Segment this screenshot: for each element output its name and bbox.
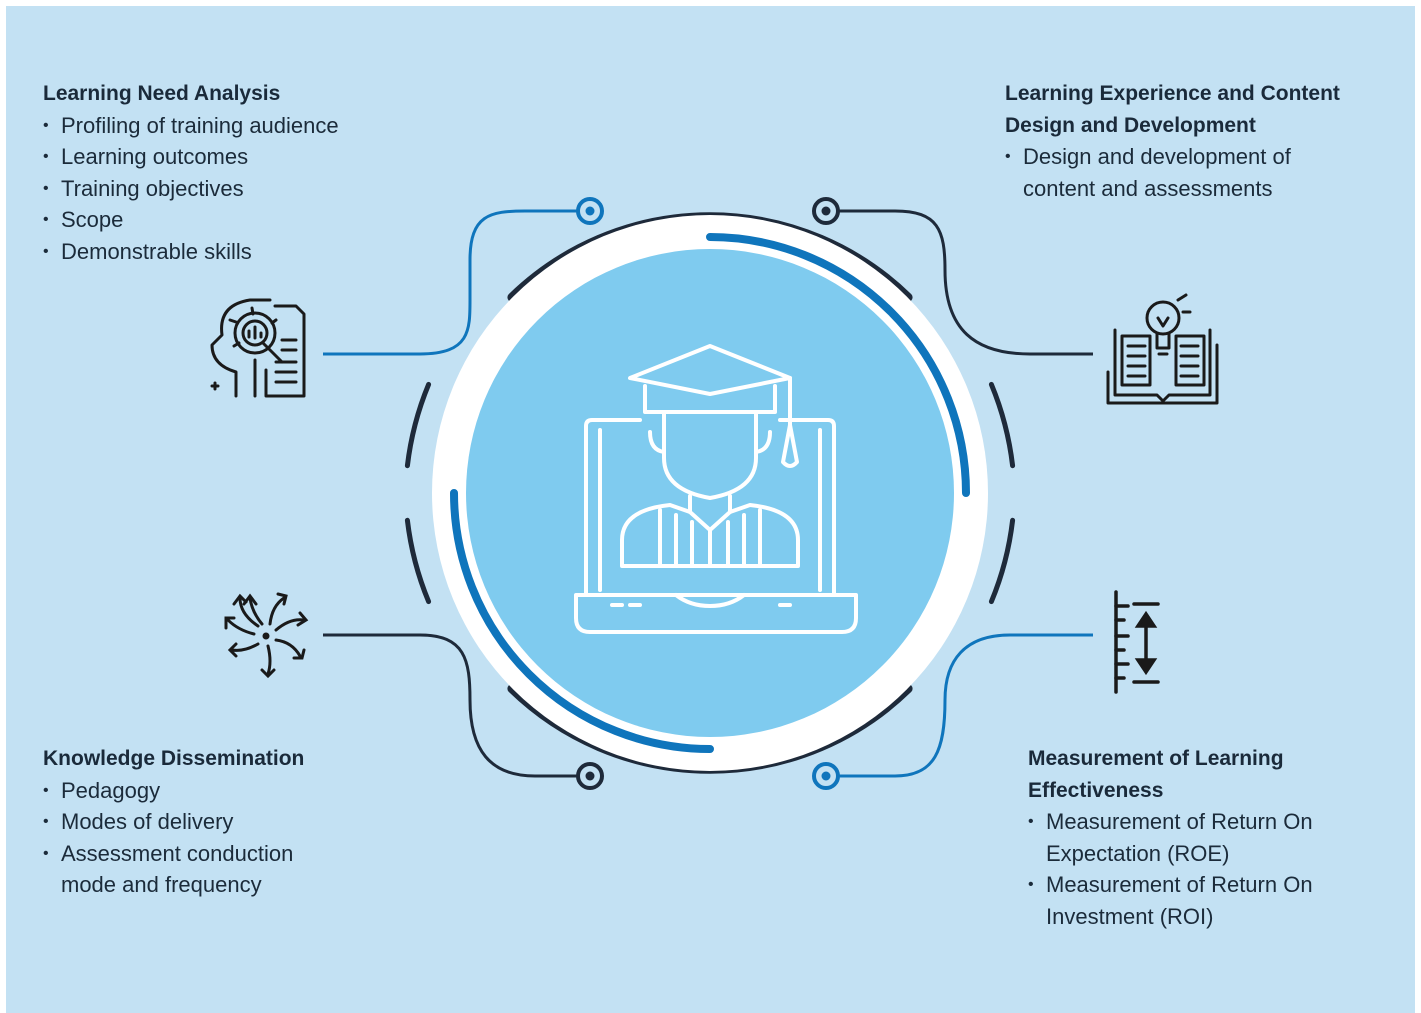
head-gear-analysis-icon [210,298,306,398]
measurement-ruler-icon [1114,590,1160,694]
list-item: Learning outcomes [43,141,423,173]
graduate-on-laptop-icon [574,344,858,634]
node-dot-top-left [576,197,604,225]
section-title: Knowledge Dissemination [43,747,305,770]
blue-arc-upper-right [706,233,970,497]
bullet-list: Design and development of content and as… [1005,141,1335,204]
node-dot-bottom-left [576,762,604,790]
section-learning-experience-design: Learning Experience and Content Design a… [1005,78,1400,204]
list-item: Measurement of Return On Expectation (RO… [1028,806,1338,869]
node-dot-bottom-right [812,762,840,790]
connector-bottom-left [323,633,578,778]
bullet-list: Pedagogy Modes of delivery Assessment co… [43,775,333,901]
section-title-line2: Design and Development [1005,113,1256,137]
outer-arc-right-lower [988,517,1016,605]
list-item: Pedagogy [43,775,333,807]
node-dot-top-right [812,197,840,225]
section-title-line1: Learning Experience and Content [1005,82,1340,105]
list-item: Demonstrable skills [43,236,423,268]
section-title-line1: Measurement of Learning [1028,747,1284,770]
inner-disc [466,249,954,737]
section-title-line2: Effectiveness [1028,778,1164,802]
connector-top-right [838,209,1093,356]
section-knowledge-dissemination: Knowledge Dissemination Pedagogy Modes o… [43,743,363,901]
bullet-list: Profiling of training audience Learning … [43,110,423,268]
connector-bottom-right [838,633,1093,778]
list-item: Measurement of Return On Investment (ROI… [1028,869,1338,932]
outer-arc-right-upper [988,381,1016,469]
list-item: Modes of delivery [43,806,333,838]
section-title: Learning Need Analysis [43,82,281,105]
list-item: Design and development of content and as… [1005,141,1335,204]
list-item: Scope [43,204,423,236]
list-item: Profiling of training audience [43,110,423,142]
bullet-list: Measurement of Return On Expectation (RO… [1028,806,1338,932]
list-item: Assessment conduction mode and frequency [43,838,333,901]
outer-arc-left-upper [404,381,432,469]
outer-arc-left-lower [404,517,432,605]
blue-arc-lower-left [450,489,714,753]
list-item: Training objectives [43,173,423,205]
radiating-arrows-icon [224,592,309,679]
book-lightbulb-icon [1106,293,1219,405]
section-measurement-effectiveness: Measurement of Learning Effectiveness Me… [1028,743,1368,932]
section-learning-need-analysis: Learning Need Analysis Profiling of trai… [43,78,423,267]
connector-top-left [323,209,578,356]
